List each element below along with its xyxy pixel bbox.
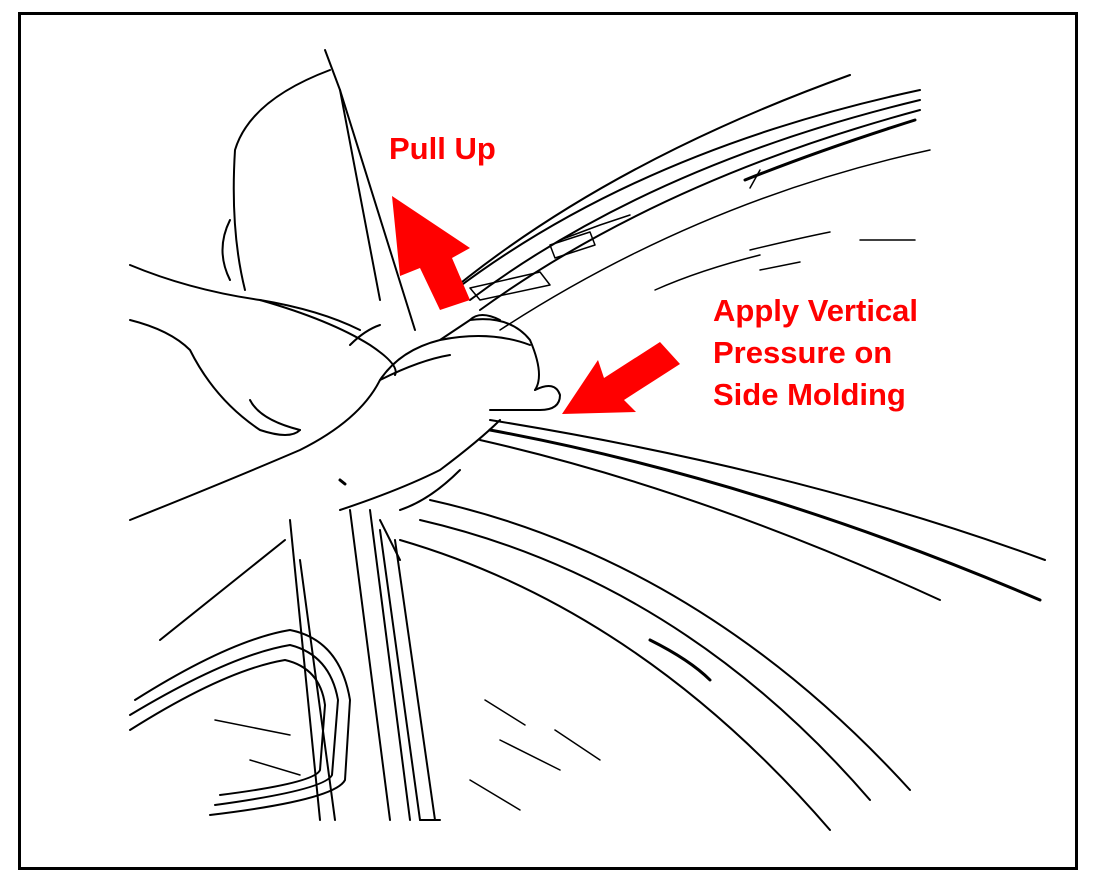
apply-pressure-line-2: Pressure on	[713, 335, 893, 370]
back-hand	[129, 264, 397, 436]
arrow-pressure-icon	[562, 342, 680, 414]
roof-edge	[399, 419, 1046, 831]
arrow-up-icon	[392, 196, 470, 310]
door-seal	[129, 539, 351, 816]
roof-side-molding	[439, 74, 931, 331]
apply-pressure-line-1: Apply Vertical	[713, 293, 919, 328]
body-contour-lines	[654, 231, 916, 291]
front-hand	[129, 314, 561, 521]
apply-pressure-line-3: Side Molding	[713, 377, 906, 412]
pull-up-label: Pull Up	[389, 131, 496, 166]
window-glass	[469, 699, 601, 811]
apply-pressure-label: Apply Vertical Pressure on Side Molding	[713, 290, 918, 416]
side-mirror-outline	[221, 69, 331, 291]
door-pillar	[289, 49, 441, 821]
